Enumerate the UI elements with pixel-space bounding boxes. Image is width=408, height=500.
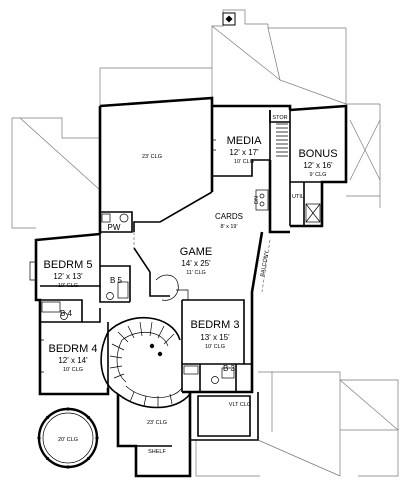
cards-room-size: 8' x 19' — [220, 224, 237, 230]
entry-stair — [155, 274, 189, 301]
bedroom-3-name: BEDRM 3 — [191, 319, 240, 331]
powder-room-label: PW — [108, 223, 121, 232]
turret — [37, 407, 99, 469]
turret-ceiling: 20' CLG — [58, 437, 78, 443]
bedroom-3-ceiling: 10' CLG — [205, 344, 225, 350]
shelf-label: SHELF — [148, 449, 166, 455]
game-room-size: 14' x 25' — [181, 259, 211, 268]
stair-down-label: DN — [254, 196, 260, 204]
stair-hall-ceiling: 23' CLG — [147, 420, 167, 426]
room-labels: 23' CLG MEDIA 12' x 17' 10' CLG STOR BON… — [44, 115, 338, 455]
media-room-size: 12' x 17' — [229, 148, 259, 157]
fixtures — [29, 123, 321, 384]
cards-room-name: CARDS — [215, 212, 243, 221]
bonus-room-size: 12' x 16' — [303, 161, 333, 170]
balcony-label: BALCONY — [260, 250, 271, 277]
bath-3-label: B 3 — [223, 364, 236, 373]
bath-5-label: B 5 — [110, 276, 123, 285]
bedroom-4-size: 12' x 14' — [58, 356, 88, 365]
bedroom-5-name: BEDRM 5 — [44, 259, 93, 271]
cupola — [222, 12, 236, 26]
bedroom-5-ceiling: 10' CLG — [58, 283, 78, 289]
interior-walls — [40, 110, 322, 447]
game-room-name: GAME — [180, 246, 212, 258]
bedroom-5-size: 12' x 13' — [53, 272, 83, 281]
bedroom-4-ceiling: 10' CLG — [63, 367, 83, 373]
storage-label: STOR — [272, 115, 287, 121]
open-to-below-ceiling: 23' CLG — [142, 154, 162, 160]
bedroom-3-size: 13' x 15' — [200, 333, 230, 342]
media-room-name: MEDIA — [227, 135, 263, 147]
bonus-room-name: BONUS — [298, 148, 337, 160]
bonus-room-ceiling: 9' CLG — [310, 172, 327, 178]
utility-label: UTIL — [292, 194, 304, 200]
game-room-ceiling: 11' CLG — [186, 270, 206, 276]
bath-4-label: B 4 — [60, 309, 73, 318]
roof-outline — [11, 9, 399, 477]
bedroom-4-name: BEDRM 4 — [49, 343, 98, 355]
media-room-ceiling: 10' CLG — [234, 159, 254, 165]
curved-staircase — [100, 316, 191, 409]
vaulted-ceiling-label: VLT CLG — [229, 402, 251, 408]
